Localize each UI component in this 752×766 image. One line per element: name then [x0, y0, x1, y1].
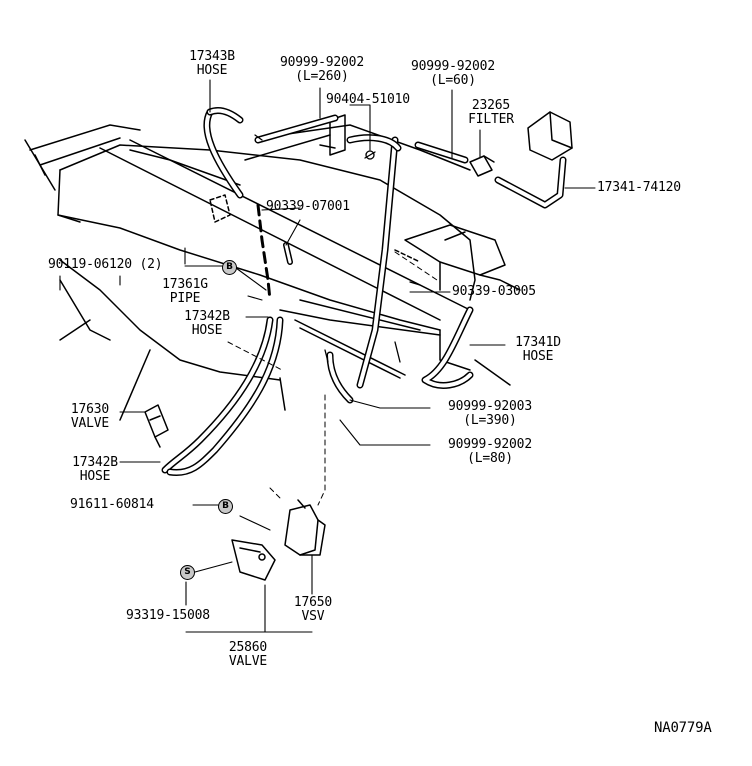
part-length: (L=390)	[463, 413, 517, 428]
label-90119-06120: 90119-06120 (2)	[48, 257, 163, 272]
part-name: HOSE	[196, 63, 228, 78]
part-number: 17630	[70, 402, 110, 417]
hose-17342b-upper	[161, 316, 284, 477]
part-number: 90339-03005	[452, 284, 536, 299]
badge-b-lower: B	[218, 499, 233, 514]
label-25860-valve: 25860 VALVE	[216, 641, 280, 669]
part-name: PIPE	[169, 291, 201, 306]
label-91611-60814: 91611-60814	[70, 498, 154, 512]
label-17341-74120: 17341-74120	[597, 181, 681, 195]
vsv-17650-shape	[284, 499, 326, 556]
hose-17341d	[421, 306, 474, 389]
leader-lines	[59, 79, 596, 633]
part-number: 25860	[228, 640, 268, 655]
part-number: 17341-74120	[597, 180, 681, 195]
part-number: 23265	[471, 98, 511, 113]
canister	[527, 111, 573, 161]
label-17342b-hose-lower: 17342B HOSE	[60, 456, 130, 484]
valve-17630-shape	[144, 404, 169, 448]
part-name: VSV	[301, 609, 325, 624]
part-length: (L=60)	[430, 73, 476, 88]
part-number: 17342B	[184, 309, 230, 324]
label-90999-92003-l390: 90999-92003 (L=390)	[430, 400, 550, 428]
part-length: (L=80)	[467, 451, 513, 466]
label-17342b-hose-upper: 17342B HOSE	[168, 310, 246, 338]
pipe-17361g	[256, 203, 293, 302]
part-name: HOSE	[79, 469, 111, 484]
part-number: 90119-06120 (2)	[48, 257, 163, 272]
label-93319-15008: 93319-15008	[126, 609, 210, 623]
part-number: 90339-07001	[266, 199, 350, 214]
part-name: VALVE	[228, 654, 268, 669]
part-number: 17342B	[72, 455, 118, 470]
filter-23265-shape	[469, 155, 495, 177]
badge-b-upper: B	[222, 260, 237, 275]
part-length: (L=260)	[295, 69, 349, 84]
label-17650-vsv: 17650 VSV	[284, 596, 342, 624]
part-number: 17341D	[515, 335, 561, 350]
part-number: 93319-15008	[126, 608, 210, 623]
part-number: 17361G	[162, 277, 208, 292]
fittings	[254, 134, 421, 363]
hose-vertical-center	[346, 134, 402, 389]
label-90339-03005: 90339-03005	[452, 285, 536, 299]
label-23265-filter: 23265 FILTER	[455, 99, 527, 127]
part-number: 90999-92002	[411, 59, 495, 74]
label-17630-valve: 17630 VALVE	[58, 403, 122, 431]
label-90999-92002-l260: 90999-92002 (L=260)	[262, 56, 382, 84]
hose-17343b	[203, 106, 244, 199]
part-name: HOSE	[191, 323, 223, 338]
part-number: 17650	[293, 595, 333, 610]
part-number: 90999-92003	[448, 399, 532, 414]
engine-block-outline	[59, 259, 286, 421]
part-name: VALVE	[70, 416, 110, 431]
diagram-code: NA0779A	[654, 720, 712, 736]
part-name: FILTER	[468, 112, 514, 127]
valve-25860-shape	[231, 539, 276, 581]
hose-17341-74120	[494, 156, 567, 209]
label-90999-92002-l60: 90999-92002 (L=60)	[392, 60, 514, 88]
part-name: HOSE	[522, 349, 554, 364]
hose-l390	[326, 351, 354, 404]
part-number: 90999-92002	[280, 55, 364, 70]
hose-l260	[254, 114, 339, 144]
label-90999-92002-l80: 90999-92002 (L=80)	[430, 438, 550, 466]
part-number: 90999-92002	[448, 437, 532, 452]
hose-l60	[414, 141, 469, 164]
label-17341d-hose: 17341D HOSE	[500, 336, 576, 364]
badge-s: S	[180, 565, 195, 580]
intake-manifold	[24, 114, 521, 386]
dashed-alignment-lines	[227, 251, 441, 506]
part-number: 17343B	[189, 49, 235, 64]
part-number: 91611-60814	[70, 497, 154, 512]
label-17343b-hose: 17343B HOSE	[178, 50, 246, 78]
label-90339-07001: 90339-07001	[266, 200, 350, 214]
label-90404-51010: 90404-51010	[326, 93, 410, 107]
label-17361g-pipe: 17361G PIPE	[150, 278, 220, 306]
part-number: 90404-51010	[326, 92, 410, 107]
